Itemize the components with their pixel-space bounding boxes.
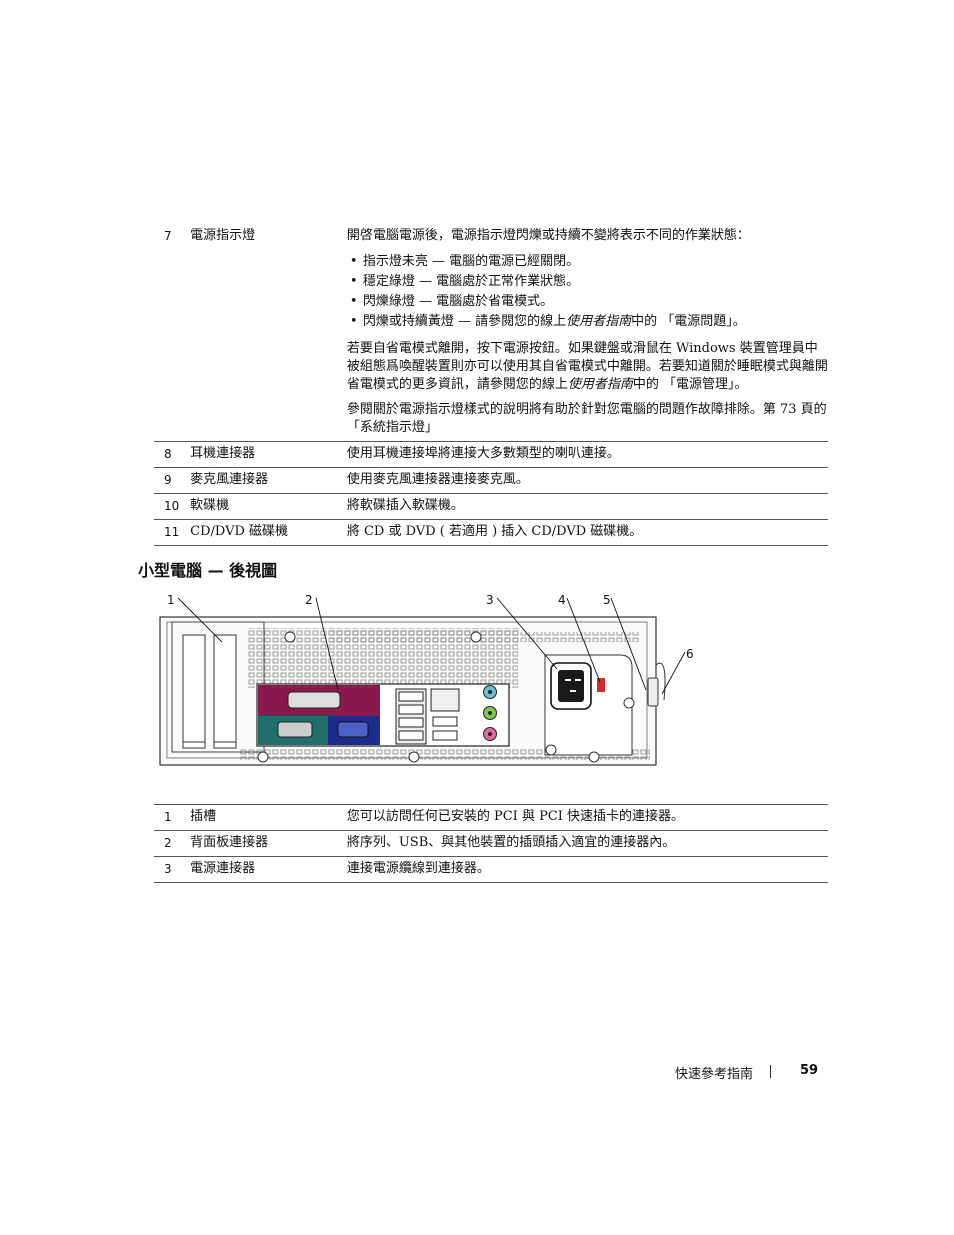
item-number: 2: [164, 836, 172, 850]
item-name: 麥克風連接器: [190, 472, 269, 487]
table-row: 9 麥克風連接器 使用麥克風連接器連接麥克風。: [154, 468, 828, 494]
item-description: 使用耳機連接埠將連接大多數類型的喇叭連接。: [346, 446, 620, 461]
item-number: 11: [164, 525, 180, 539]
item-name: 軟碟機: [190, 498, 230, 513]
item-description: 您可以訪問任何已安裝的 PCI 與 PCI 快速插卡的連接器。: [346, 809, 685, 824]
callout-3: 3: [486, 593, 494, 607]
item-number: 1: [164, 810, 172, 824]
item-description: 將軟碟插入軟碟機。: [346, 498, 464, 513]
table-row: 10 軟碟機 將軟碟插入軟碟機。: [154, 494, 828, 520]
item-description: 將 CD 或 DVD ( 若適用 ) 插入 CD/DVD 磁碟機。: [346, 524, 643, 539]
list-item: 穩定綠燈 — 電腦處於正常作業狀態。: [347, 272, 828, 292]
power-supply: [544, 654, 635, 756]
screws: [257, 631, 600, 763]
back-panel-connectors: [256, 683, 510, 747]
table-row: 11 CD/DVD 磁碟機 將 CD 或 DVD ( 若適用 ) 插入 CD/D…: [154, 520, 828, 546]
item-number: 8: [164, 447, 172, 461]
guide-reference: 使用者指南: [567, 377, 633, 392]
item-name: 耳機連接器: [190, 446, 256, 461]
callout-5: 5: [603, 593, 611, 607]
item-number: 7: [164, 229, 172, 243]
callout-4: 4: [558, 593, 566, 607]
callout-1: 1: [167, 593, 175, 607]
list-item: 指示燈未亮 — 電腦的電源已經關閉。: [347, 252, 828, 272]
guide-reference: 使用者指南: [566, 314, 632, 329]
power-saving-paragraph: 若要自省電模式離開，按下電源按鈕。如果鍵盤或滑鼠在 Windows 裝置管理員中…: [347, 340, 828, 394]
table-row: 1 插槽 您可以訪問任何已安裝的 PCI 與 PCI 快速插卡的連接器。: [154, 805, 828, 831]
bullet-text: 中的 「電源問題」。: [631, 314, 746, 329]
power-light-intro: 開啓電腦電源後，電源指示燈閃爍或持續不變將表示不同的作業狀態：: [346, 228, 750, 243]
item-number: 10: [164, 499, 180, 513]
item-name: 電源指示燈: [190, 228, 256, 243]
item-description: 使用麥克風連接器連接麥克風。: [346, 472, 529, 487]
paragraph-text: 若要自省電模式離開，按下電源按鈕。如果鍵盤或滑鼠在 Windows 裝置管理員中…: [346, 341, 828, 392]
list-item: 閃爍綠燈 — 電腦處於省電模式。: [347, 292, 828, 312]
page-number: 59: [800, 1063, 819, 1078]
item-number: 3: [164, 862, 172, 876]
connector-table-bottom: 1 插槽 您可以訪問任何已安裝的 PCI 與 PCI 快速插卡的連接器。 2 背…: [154, 804, 828, 883]
item-name: CD/DVD 磁碟機: [190, 524, 289, 539]
power-light-states: 指示燈未亮 — 電腦的電源已經關閉。 穩定綠燈 — 電腦處於正常作業狀態。 閃爍…: [347, 252, 828, 332]
table-row: 2 背面板連接器 將序列、USB、與其他裝置的插頭插入適宜的連接器內。: [154, 831, 828, 857]
section-heading: 小型電腦 — 後視圖: [138, 561, 278, 580]
item-name: 電源連接器: [190, 861, 256, 876]
footer-separator: [770, 1065, 771, 1078]
item-name: 背面板連接器: [190, 835, 269, 850]
list-item: 閃爍或持續黃燈 — 請參閱您的線上使用者指南中的 「電源問題」。: [347, 312, 828, 332]
item-description: 將序列、USB、與其他裝置的插頭插入適宜的連接器內。: [346, 835, 676, 850]
table-row: 8 耳機連接器 使用耳機連接埠將連接大多數類型的喇叭連接。: [154, 442, 828, 468]
voltage-selection-switch: [597, 678, 605, 692]
troubleshoot-paragraph: 參閱關於電源指示燈樣式的說明將有助於針對您電腦的問題作故障排除。第 73 頁的 …: [346, 402, 827, 435]
footer-guide-title: 快速參考指南: [675, 1067, 754, 1082]
callout-6: 6: [686, 647, 694, 661]
padlock-ring: [647, 662, 666, 707]
table-row: 3 電源連接器 連接電源纜線到連接器。: [154, 857, 828, 883]
item-description: 連接電源纜線到連接器。: [346, 861, 490, 876]
item-number: 9: [164, 473, 172, 487]
expansion-slots: [171, 621, 265, 753]
table-row: 7 電源指示燈 開啓電腦電源後，電源指示燈閃爍或持續不變將表示不同的作業狀態： …: [154, 224, 828, 442]
callout-leader-lines: [177, 597, 686, 695]
callout-2: 2: [305, 593, 313, 607]
computer-rear-view-illustration: 1 2 3 4 5 6: [159, 593, 694, 766]
connector-table-top: 7 電源指示燈 開啓電腦電源後，電源指示燈閃爍或持續不變將表示不同的作業狀態： …: [154, 224, 828, 546]
item-name: 插槽: [190, 809, 217, 824]
bullet-text: 閃爍或持續黃燈 — 請參閱您的線上: [362, 314, 567, 329]
item-description: 開啓電腦電源後，電源指示燈閃爍或持續不變將表示不同的作業狀態： 指示燈未亮 — …: [347, 224, 828, 442]
paragraph-text: 中的 「電源管理」。: [632, 377, 748, 392]
